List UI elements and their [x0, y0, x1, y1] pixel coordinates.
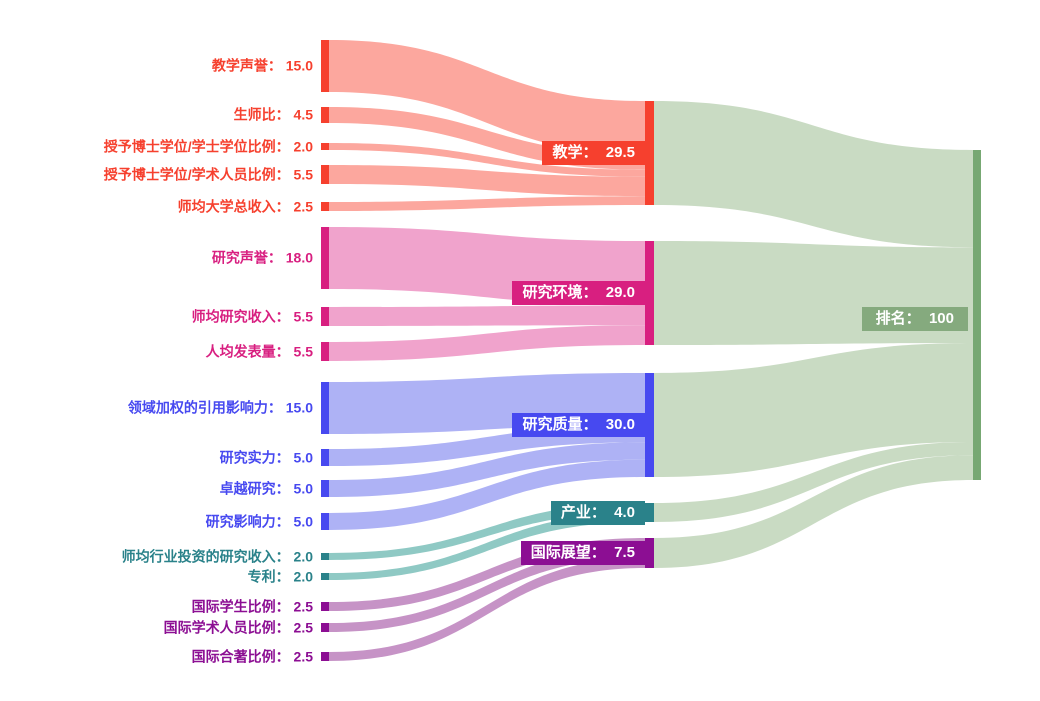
sankey-node-student-staff-ratio[interactable] — [321, 107, 329, 123]
sankey-link-industry-to-rank[interactable] — [654, 442, 973, 522]
node-label-research-income: 师均研究收入： 5.5 — [191, 307, 313, 324]
node-label-research-strength: 研究实力： 5.0 — [219, 448, 313, 465]
sankey-node-research-excellence[interactable] — [321, 480, 329, 497]
sankey-link-teaching-reputation-to-teaching[interactable] — [329, 40, 645, 154]
sankey-node-institutional-income[interactable] — [321, 202, 329, 211]
sankey-link-patents-to-industry[interactable] — [329, 512, 645, 581]
sankey-node-rank[interactable] — [973, 150, 981, 480]
node-label-publications-per-capita: 人均发表量： 5.5 — [205, 342, 313, 359]
sankey-link-international-outlook-to-rank[interactable] — [654, 455, 973, 568]
node-label-patents: 专利： 2.0 — [247, 567, 313, 584]
node-label-institutional-income: 师均大学总收入： 2.5 — [177, 197, 313, 214]
node-label-international-outlook: 国际展望： 7.5 — [520, 541, 645, 565]
sankey-node-research-quality[interactable] — [645, 373, 654, 477]
sankey-node-research-strength[interactable] — [321, 449, 329, 466]
node-label-industry-research-income: 师均行业投资的研究收入： 2.0 — [121, 547, 313, 564]
node-label-research-reputation: 研究声誉： 18.0 — [211, 249, 313, 266]
sankey-node-research-environment[interactable] — [645, 241, 654, 345]
node-label-teaching-reputation: 教学声誉： 15.0 — [211, 57, 313, 74]
sankey-node-patents[interactable] — [321, 573, 329, 580]
sankey-link-doctorate-staff-ratio-to-teaching[interactable] — [329, 165, 645, 197]
sankey-link-publications-per-capita-to-research-environment[interactable] — [329, 325, 645, 361]
sankey-link-research-quality-to-rank[interactable] — [654, 343, 973, 477]
sankey-link-international-staff-ratio-to-international-outlook[interactable] — [329, 548, 645, 632]
node-label-international-students-ratio: 国际学生比例： 2.5 — [191, 597, 313, 614]
sankey-link-doctorate-bachelor-ratio-to-teaching[interactable] — [329, 143, 645, 177]
sankey-link-international-students-ratio-to-international-outlook[interactable] — [329, 538, 645, 611]
sankey-node-doctorate-bachelor-ratio[interactable] — [321, 143, 329, 150]
sankey-node-international-staff-ratio[interactable] — [321, 623, 329, 632]
sankey-node-international-coauthorship-ratio[interactable] — [321, 652, 329, 661]
node-label-research-quality: 研究质量： 30.0 — [512, 413, 645, 437]
node-label-international-staff-ratio: 国际学术人员比例： 2.5 — [163, 618, 313, 635]
node-label-field-weighted-citation-impact: 领域加权的引用影响力： 15.0 — [127, 399, 313, 416]
sankey-link-research-income-to-research-environment[interactable] — [329, 305, 645, 326]
sankey-node-research-income[interactable] — [321, 307, 329, 326]
node-label-teaching: 教学： 29.5 — [542, 141, 645, 165]
sankey-link-institutional-income-to-teaching[interactable] — [329, 196, 645, 211]
sankey-node-international-students-ratio[interactable] — [321, 602, 329, 611]
sankey-link-research-excellence-to-research-quality[interactable] — [329, 442, 645, 497]
sankey-node-research-reputation[interactable] — [321, 227, 329, 289]
sankey-node-publications-per-capita[interactable] — [321, 342, 329, 361]
sankey-link-international-coauthorship-ratio-to-international-outlook[interactable] — [329, 558, 645, 661]
sankey-node-teaching[interactable] — [645, 101, 654, 205]
node-label-doctorate-staff-ratio: 授予博士学位/学术人员比例： 5.5 — [103, 165, 313, 182]
sankey-node-teaching-reputation[interactable] — [321, 40, 329, 92]
node-label-research-environment: 研究环境： 29.0 — [512, 281, 645, 305]
node-label-rank: 排名： 100 — [861, 307, 968, 331]
node-label-research-influence: 研究影响力： 5.0 — [205, 512, 313, 529]
node-label-research-excellence: 卓越研究： 5.0 — [219, 479, 313, 496]
node-label-industry: 产业： 4.0 — [550, 500, 645, 525]
sankey-node-industry-research-income[interactable] — [321, 553, 329, 560]
sankey-node-international-outlook[interactable] — [645, 538, 654, 568]
sankey-link-teaching-to-rank[interactable] — [654, 101, 973, 248]
sankey-node-research-influence[interactable] — [321, 513, 329, 530]
sankey-node-doctorate-staff-ratio[interactable] — [321, 165, 329, 184]
sankey-link-research-influence-to-research-quality[interactable] — [329, 459, 645, 530]
node-label-student-staff-ratio: 生师比： 4.5 — [233, 106, 313, 123]
node-label-international-coauthorship-ratio: 国际合著比例： 2.5 — [191, 647, 313, 664]
sankey-node-industry[interactable] — [645, 503, 654, 522]
sankey-node-field-weighted-citation-impact[interactable] — [321, 382, 329, 434]
node-label-doctorate-bachelor-ratio: 授予博士学位/学士学位比例： 2.0 — [103, 137, 313, 154]
